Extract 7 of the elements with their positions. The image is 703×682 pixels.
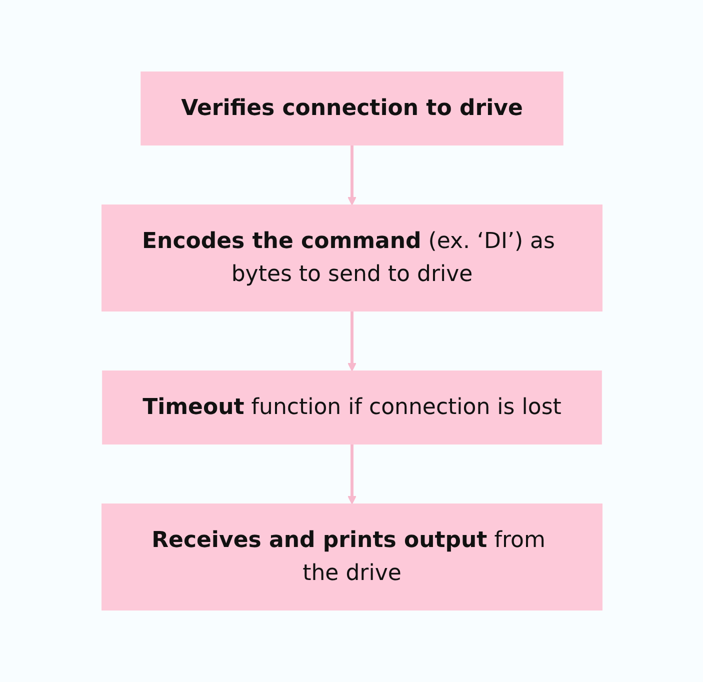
arrow [347,444,356,504]
node-box: Timeout function if connection is lost [102,370,602,444]
node-box: Encodes the command (ex. ‘DI’) as bytes to send to drive [101,204,602,312]
arrow [347,311,356,372]
arrow [347,145,356,206]
node-box: Receives and prints output from the drive [101,504,602,610]
node-box: Verifies connection to drive [140,72,563,146]
